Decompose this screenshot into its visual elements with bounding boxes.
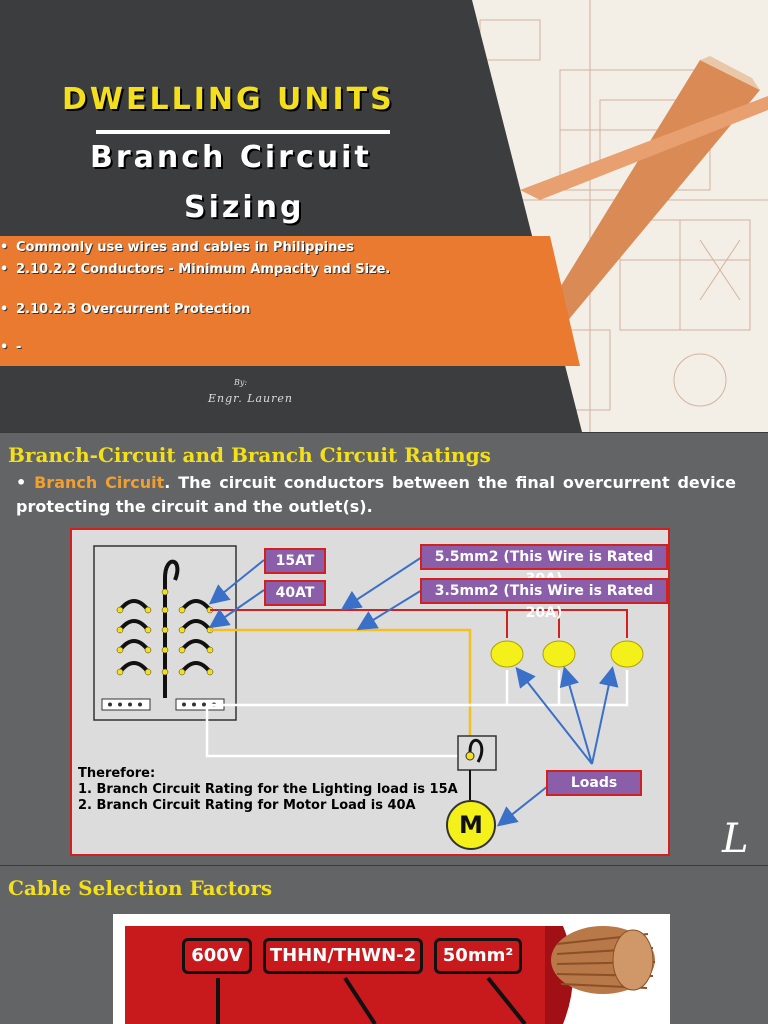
cable-selection-slide: Cable Selection Factors 600V THHN/THWN-2… bbox=[0, 866, 768, 1024]
title-dwelling-units: DWELLING UNITS bbox=[62, 82, 395, 117]
lamp-icon bbox=[610, 640, 644, 668]
insulation-type-tag: THHN/THWN-2 bbox=[263, 938, 423, 974]
title-slide: DWELLING UNITS Branch Circuit Sizing •Co… bbox=[0, 0, 768, 432]
wire-3-5mm2-label: 3.5mm2 (This Wire is Rated 20A) bbox=[420, 578, 668, 621]
breaker-40at-label: 40AT bbox=[264, 580, 326, 606]
breaker-15at-label: 15AT bbox=[264, 548, 326, 574]
title-branch-circuit: Branch Circuit bbox=[90, 140, 372, 175]
title-sizing: Sizing bbox=[184, 190, 305, 225]
lamp-icon bbox=[490, 640, 524, 668]
circuit-diagram: 15AT 40AT 5.5mm2 (This Wire is Rated 30A… bbox=[70, 528, 670, 856]
definition-text: . The circuit conductors between the fin… bbox=[16, 473, 737, 516]
definition-paragraph: • Branch Circuit. The circuit conductors… bbox=[16, 473, 737, 516]
loads-label: Loads bbox=[546, 770, 642, 796]
logo-l-icon: L bbox=[722, 816, 749, 862]
conductor-size-tag: 50mm² bbox=[434, 938, 522, 974]
title-underline bbox=[96, 130, 390, 134]
author-name: Engr. Lauren bbox=[208, 392, 293, 405]
orange-bullet-band bbox=[0, 236, 580, 366]
definition-term: Branch Circuit bbox=[34, 473, 165, 492]
lamp-icon bbox=[542, 640, 576, 668]
slide-title: Branch-Circuit and Branch Circuit Rating… bbox=[8, 443, 491, 467]
branch-circuit-slide: Branch-Circuit and Branch Circuit Rating… bbox=[0, 433, 768, 865]
voltage-tag: 600V bbox=[182, 938, 252, 974]
motor-icon: M bbox=[446, 800, 496, 850]
by-label: By: bbox=[234, 378, 248, 387]
slide-title: Cable Selection Factors bbox=[8, 876, 273, 900]
wire-5-5mm2-label: 5.5mm2 (This Wire is Rated 30A) bbox=[420, 544, 668, 587]
circuit-wiring bbox=[93, 545, 644, 827]
therefore-notes: Therefore: 1. Branch Circuit Rating for … bbox=[78, 766, 458, 813]
